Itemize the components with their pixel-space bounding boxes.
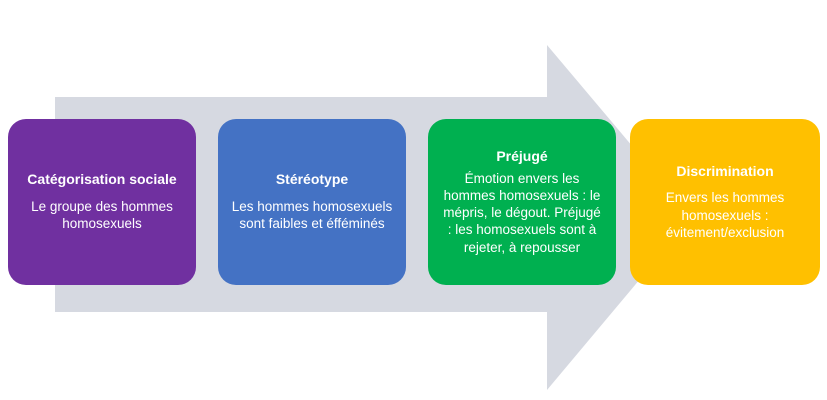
step-body: Émotion envers les hommes homosexuels : … [443, 170, 601, 255]
step-body: Le groupe des hommes homosexuels [31, 198, 173, 232]
step-box-categorisation: Catégorisation sociale Le groupe des hom… [8, 119, 196, 285]
step-body: Envers les hommes homosexuels : évitemen… [665, 190, 785, 240]
step-box-prejuge: Préjugé Émotion envers les hommes homose… [428, 119, 616, 285]
step-box-stereotype: Stéréotype Les hommes homosexuels sont f… [218, 119, 406, 285]
step-body: Les hommes homosexuels sont faibles et é… [231, 198, 393, 232]
step-title: Préjugé [496, 148, 548, 165]
step-box-discrimination: Discrimination Envers les hommes homosex… [630, 119, 820, 285]
step-title: Discrimination [676, 162, 774, 179]
step-title: Stéréotype [275, 171, 349, 188]
step-title: Catégorisation sociale [27, 171, 177, 188]
